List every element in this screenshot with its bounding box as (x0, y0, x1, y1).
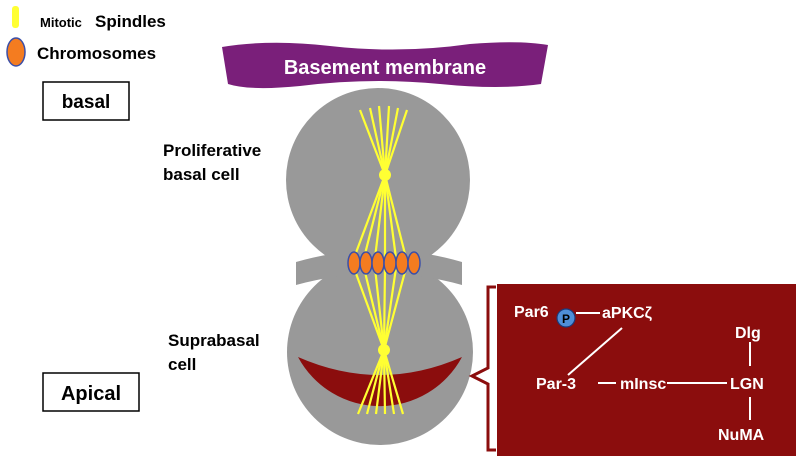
legend-spindle-prefix: Mitotic (40, 15, 82, 30)
chromosome (383, 251, 397, 275)
par3-label: Par-3 (536, 376, 576, 393)
basement-membrane-banner (222, 42, 548, 89)
top-spindle-pole (379, 169, 391, 181)
complex-connectors (567, 312, 751, 420)
legend-chromosome-label: Chromosomes (37, 44, 156, 63)
complex-bracket (468, 285, 496, 452)
bottom-cell-label-line2: cell (168, 355, 196, 374)
chromosome (407, 251, 421, 275)
apical-label: Apical (61, 383, 121, 405)
spindle-legend-icon (12, 6, 19, 28)
apical-box (42, 372, 140, 412)
chromosome (359, 251, 373, 275)
numa-label: NuMA (718, 427, 765, 444)
proliferative-basal-cell (286, 88, 470, 272)
polarity-complex-panel (497, 284, 796, 456)
phosphorylation-icon (556, 308, 576, 328)
basal-box (42, 81, 130, 121)
minsc-label: mInsc (620, 376, 666, 393)
apkc-label: aPKCζ (602, 305, 653, 322)
bottom-cell-label-line1: Suprabasal (168, 331, 260, 350)
lgn-label: LGN (730, 376, 764, 393)
top-cell-label-line2: basal cell (163, 165, 240, 184)
par6-label: Par6 (514, 304, 549, 321)
chromosome (347, 251, 361, 275)
basal-label: basal (62, 92, 111, 113)
chromosome (395, 251, 409, 275)
chromosome-row (347, 251, 421, 275)
legend-spindle-label: Spindles (95, 12, 166, 31)
bottom-spindle-pole (378, 344, 390, 356)
top-cell-label-line1: Proliferative (163, 141, 261, 160)
chromosome-legend-icon (6, 37, 26, 67)
chromosome (371, 251, 385, 275)
dlg-label: Dlg (735, 325, 761, 342)
phospho-label: P (562, 312, 570, 326)
basement-membrane-label: Basement membrane (284, 57, 486, 79)
